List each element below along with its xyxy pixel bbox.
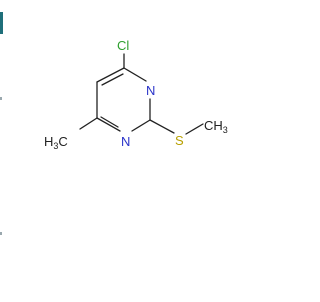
- bond-c4-n3: [123, 67, 147, 82]
- nitrogen-atom-lower: N: [121, 134, 130, 149]
- methyl-group-left: H3C: [44, 134, 68, 151]
- sulfur-atom: S: [175, 133, 184, 148]
- bond-c5-c4-inner: [101, 73, 124, 86]
- bond-c2-n1: [131, 119, 151, 132]
- bond-n1-c6-inner: [100, 116, 119, 128]
- methyl-left-c: C: [58, 134, 67, 149]
- nitrogen-atom-upper: N: [146, 83, 155, 98]
- bond-c2-s: [149, 119, 175, 134]
- bond-s-ch3: [185, 123, 204, 135]
- bond-c6-ch3: [79, 117, 98, 130]
- left-edge-accent: [0, 12, 3, 34]
- methyl-left-h: H: [44, 134, 53, 149]
- methyl-left-subscript: 3: [53, 141, 58, 151]
- chlorine-atom: Cl: [117, 38, 129, 53]
- left-edge-tick: [0, 97, 2, 100]
- bond-c5-c4: [96, 67, 125, 83]
- methyl-group-right: CH3: [204, 118, 228, 135]
- left-edge-tick: [0, 232, 2, 235]
- structure-diagram: Cl N N S H3C CH3: [44, 38, 228, 151]
- methyl-right-subscript: 3: [223, 125, 228, 135]
- methyl-right-ch: CH: [204, 118, 223, 133]
- bond-n1-c6: [96, 117, 121, 132]
